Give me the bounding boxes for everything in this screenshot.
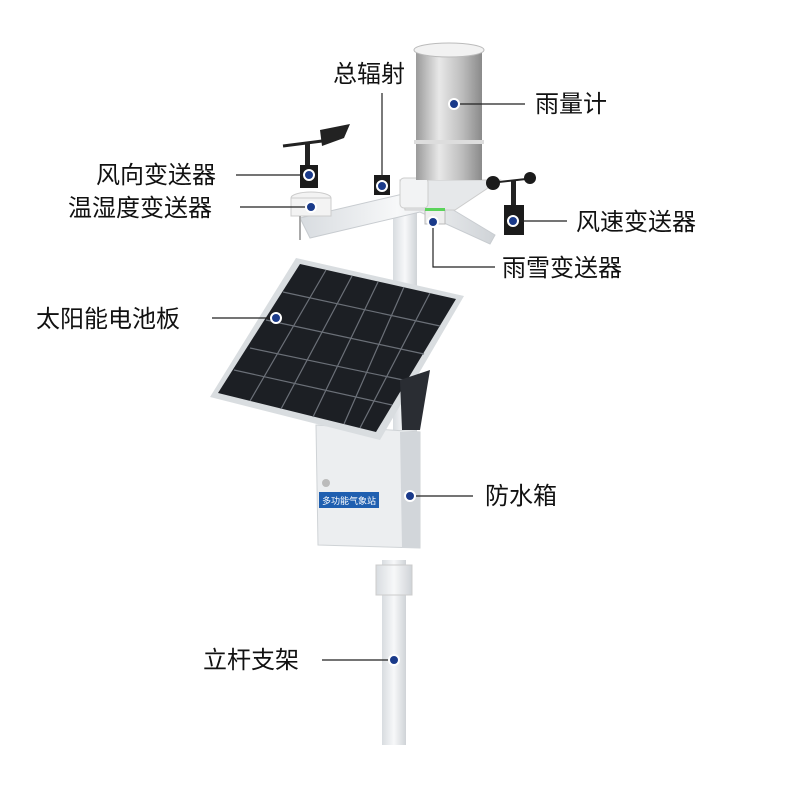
marker-rain-snow: [427, 216, 439, 228]
label-pole: 立杆支架: [203, 646, 299, 674]
solar-panel: [210, 258, 464, 440]
marker-wind-direction: [303, 169, 315, 181]
label-solar-panel: 太阳能电池板: [36, 305, 180, 333]
label-temp-humidity: 温湿度变送器: [68, 194, 212, 222]
label-rain-gauge: 雨量计: [535, 90, 607, 118]
label-wind-direction: 风向变送器: [96, 161, 216, 189]
label-radiation: 总辐射: [333, 60, 405, 88]
rain-gauge: [413, 42, 485, 180]
marker-temp-humidity: [305, 201, 317, 213]
label-rain-snow: 雨雪变送器: [502, 254, 622, 282]
wind-vane: [282, 124, 350, 188]
label-wind-speed: 风速变送器: [576, 208, 696, 236]
box-plate-text: 多功能气象站: [322, 495, 376, 507]
marker-box: [404, 490, 416, 502]
label-waterproof-box: 防水箱: [485, 482, 557, 510]
marker-wind-speed: [507, 215, 519, 227]
waterproof-box: 多功能气象站: [315, 424, 421, 549]
leader-line-rain-snow: [432, 222, 495, 268]
marker-solar-panel: [270, 312, 282, 324]
marker-rain-gauge: [448, 98, 460, 110]
marker-radiation: [376, 180, 388, 192]
marker-pole: [388, 654, 400, 666]
